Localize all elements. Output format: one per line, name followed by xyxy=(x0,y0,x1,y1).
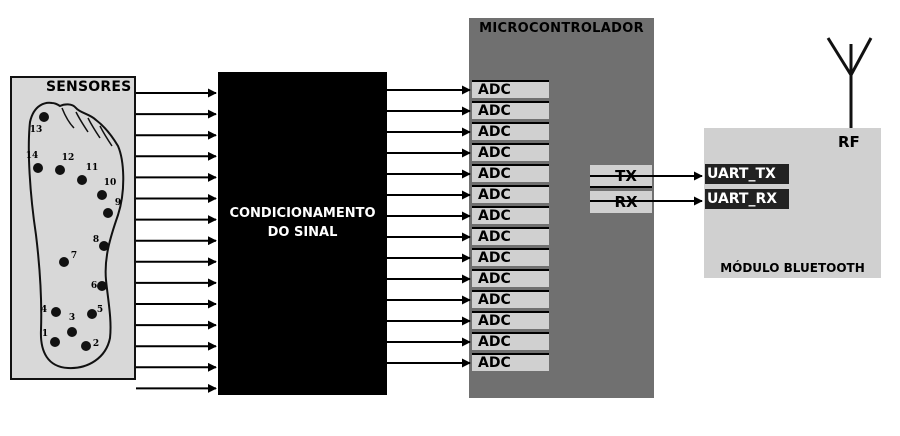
adc-channel-2: ADC xyxy=(472,101,549,119)
sensor-dot-6 xyxy=(97,281,107,291)
adc-channel-10: ADC xyxy=(472,269,549,287)
sensors-title: SENSORES xyxy=(46,79,132,95)
adc-channel-7: ADC xyxy=(472,206,549,224)
sensor-dot-1 xyxy=(50,337,60,347)
adc-channel-12: ADC xyxy=(472,311,549,329)
sensor-number-5: 5 xyxy=(97,305,103,315)
sensor-number-3: 3 xyxy=(69,313,75,323)
sensor-number-4: 4 xyxy=(41,305,47,315)
adc-channel-3: ADC xyxy=(472,122,549,140)
sensor-dot-10 xyxy=(97,190,107,200)
sensor-dot-13 xyxy=(39,112,49,122)
sensor-number-9: 9 xyxy=(115,198,121,208)
toe-lines-icon xyxy=(61,107,113,147)
sensor-number-10: 10 xyxy=(104,178,117,188)
microcontroller-title: MICROCONTROLADOR xyxy=(479,21,644,36)
adc-channel-8: ADC xyxy=(472,227,549,245)
conditioning-to-adc-arrows xyxy=(387,85,471,368)
adc-channel-14: ADC xyxy=(472,353,549,371)
sensor-number-14: 14 xyxy=(26,151,39,161)
sensor-number-8: 8 xyxy=(93,235,99,245)
adc-channel-1: ADC xyxy=(472,80,549,98)
sensor-number-12: 12 xyxy=(62,153,75,163)
sensor-number-1: 1 xyxy=(42,329,48,339)
sensor-dot-8 xyxy=(99,241,109,251)
sensor-dot-14 xyxy=(33,163,43,173)
sensor-dot-5 xyxy=(87,309,97,319)
adc-channel-5: ADC xyxy=(472,164,549,182)
signal-conditioning-block xyxy=(218,72,387,395)
sensor-dot-3 xyxy=(67,327,77,337)
uart-rx-label: UART_RX xyxy=(705,189,789,209)
sensor-dot-11 xyxy=(77,175,87,185)
rf-label: RF xyxy=(838,133,860,151)
adc-channel-13: ADC xyxy=(472,332,549,350)
sensor-dot-12 xyxy=(55,165,65,175)
adc-channel-6: ADC xyxy=(472,185,549,203)
sensor-dot-7 xyxy=(59,257,69,267)
bluetooth-module-title: MÓDULO BLUETOOTH xyxy=(720,261,865,275)
sensor-number-7: 7 xyxy=(71,251,77,261)
antenna-icon xyxy=(826,37,873,128)
conditioning-line-1: CONDICIONAMENTO xyxy=(229,206,376,221)
sensor-number-2: 2 xyxy=(93,339,99,349)
sensor-to-conditioning-arrows xyxy=(136,88,217,393)
sensor-number-11: 11 xyxy=(86,163,99,173)
signal-conditioning-label: CONDICIONAMENTO DO SINAL xyxy=(218,204,387,242)
sensor-number-13: 13 xyxy=(30,125,43,135)
sensor-dot-2 xyxy=(81,341,91,351)
conditioning-line-2: DO SINAL xyxy=(267,225,338,240)
uart-tx-label: UART_TX xyxy=(705,164,789,184)
adc-channel-9: ADC xyxy=(472,248,549,266)
sensor-number-6: 6 xyxy=(91,281,97,291)
sensor-dot-4 xyxy=(51,307,61,317)
sensor-dot-9 xyxy=(103,208,113,218)
adc-channel-4: ADC xyxy=(472,143,549,161)
adc-channel-11: ADC xyxy=(472,290,549,308)
